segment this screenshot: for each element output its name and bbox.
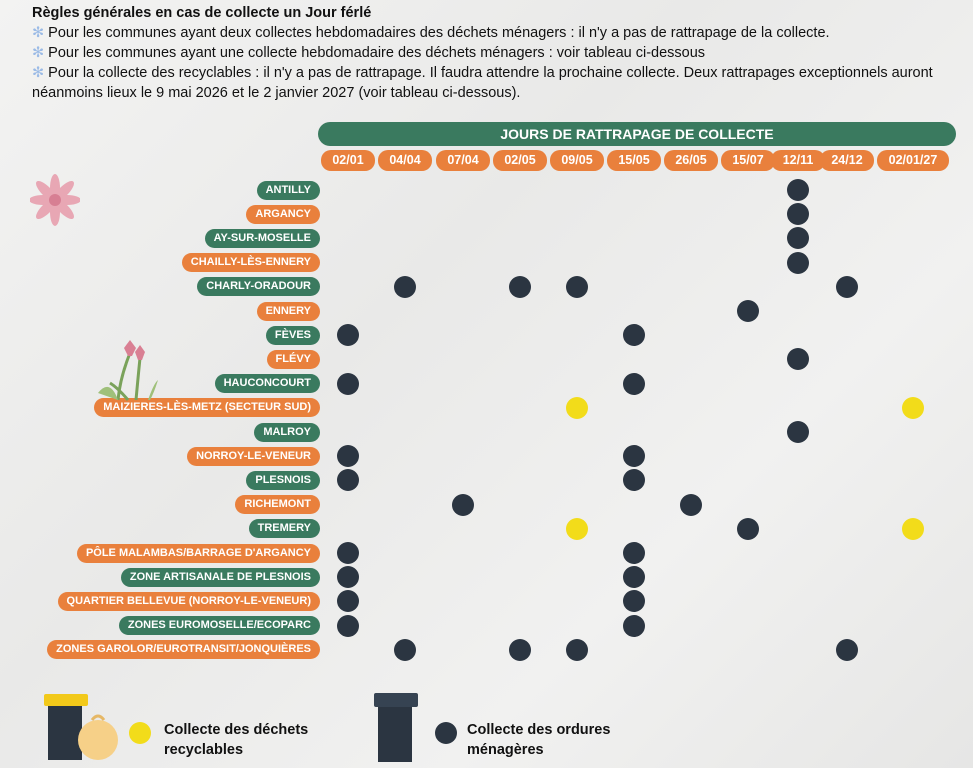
recycling-bin-icon	[44, 694, 118, 760]
household-collection-dot	[452, 493, 474, 516]
household-collection-dot	[337, 445, 359, 468]
snowflake-icon: ✻	[32, 65, 45, 81]
household-collection-dot	[787, 348, 809, 371]
legend-dark-dot	[435, 722, 457, 744]
household-collection-dot	[566, 638, 588, 661]
rule-text: Pour les communes ayant deux collectes h…	[48, 25, 830, 41]
household-collection-dot	[737, 300, 759, 322]
date-column-header: 09/05	[550, 150, 604, 171]
household-collection-dot	[787, 227, 809, 250]
date-column-header: 02/05	[493, 150, 547, 171]
commune-label: Zones Euromoselle/Ecoparc	[118, 616, 320, 636]
household-collection-dot	[787, 251, 809, 274]
commune-label: Zone artisanale de Plesnois	[120, 567, 320, 587]
commune-label: Norroy-le-Veneur	[187, 446, 320, 466]
recyclable-collection-dot	[566, 396, 588, 419]
household-collection-dot	[623, 590, 645, 613]
date-column-header: 04/04	[378, 150, 432, 171]
commune-label: Flévy	[266, 349, 320, 369]
household-collection-dot	[623, 445, 645, 468]
legend-line: Collecte des déchets	[164, 722, 309, 738]
household-collection-dot	[509, 275, 531, 298]
household-collection-dot	[623, 614, 645, 637]
commune-label: Malroy	[254, 422, 320, 442]
household-bin-icon	[374, 693, 418, 762]
household-collection-dot	[680, 493, 702, 516]
household-collection-dot	[337, 324, 359, 347]
commune-label: Antilly	[256, 180, 320, 200]
date-column-header: 02/01	[321, 150, 375, 171]
household-collection-dot	[787, 179, 809, 201]
household-collection-dot	[737, 517, 759, 540]
household-collection-dot	[337, 566, 359, 589]
table-title: JOURS DE RATTRAPAGE DE COLLECTE	[318, 122, 956, 146]
rule-text: Pour la collecte des recyclables : il n'…	[32, 65, 933, 101]
date-column-header: 12/11	[771, 150, 825, 171]
household-collection-dot	[337, 542, 359, 564]
rules-title: Règles générales en cas de collecte un J…	[32, 5, 372, 21]
commune-label: Zones Garolor/Eurotransit/Jonquières	[47, 640, 320, 660]
household-collection-dot	[623, 566, 645, 589]
rules-section: Règles générales en cas de collecte un J…	[32, 3, 962, 103]
household-collection-dot	[623, 469, 645, 492]
legend-yellow-dot	[129, 722, 151, 744]
household-collection-dot	[787, 203, 809, 226]
legend-line: recyclables	[164, 742, 244, 758]
commune-label: Chailly-lès-Ennery	[181, 253, 320, 273]
commune-label: Quartier Bellevue (Norroy-le-Veneur)	[57, 591, 320, 611]
household-collection-dot	[836, 275, 858, 298]
commune-label: Charly-Oradour	[197, 277, 320, 297]
household-collection-dot	[337, 469, 359, 492]
commune-label: Fèves	[265, 325, 320, 345]
date-column-header: 26/05	[664, 150, 718, 171]
recyclable-collection-dot	[566, 517, 588, 540]
commune-label: Argancy	[246, 204, 320, 224]
date-column-header: 07/04	[436, 150, 490, 171]
commune-label: Ennery	[256, 301, 320, 321]
snowflake-icon: ✻	[32, 45, 45, 61]
date-column-header: 02/01/27	[877, 150, 949, 171]
rule-3: ✻Pour la collecte des recyclables : il n…	[32, 63, 962, 103]
commune-label: Maizieres-lès-Metz (secteur sud)	[94, 398, 320, 418]
tulips-icon	[98, 340, 158, 401]
household-collection-dot	[623, 324, 645, 347]
date-column-header: 15/05	[607, 150, 661, 171]
legend-line: ménagères	[467, 742, 544, 758]
commune-label: Pôle Malambas/Barrage d'Argancy	[76, 543, 320, 563]
rule-2: ✻Pour les communes ayant une collecte he…	[32, 43, 962, 63]
rule-1: ✻Pour les communes ayant deux collectes …	[32, 23, 962, 43]
commune-label: Tremery	[248, 519, 320, 539]
rule-text: Pour les communes ayant une collecte heb…	[48, 45, 706, 61]
household-collection-dot	[337, 372, 359, 395]
commune-label: Plesnois	[246, 470, 320, 490]
household-collection-dot	[566, 275, 588, 298]
household-collection-dot	[623, 372, 645, 395]
household-collection-dot	[509, 638, 531, 661]
recyclable-collection-dot	[902, 517, 924, 540]
household-collection-dot	[836, 638, 858, 661]
commune-label: Richemont	[235, 495, 320, 515]
legend-line: Collecte des ordures	[467, 722, 611, 738]
date-column-header: 15/07	[721, 150, 775, 171]
legend-ordures: Collecte des ordures ménagères	[467, 720, 610, 760]
household-collection-dot	[337, 614, 359, 637]
commune-label: Hauconcourt	[214, 374, 320, 394]
household-collection-dot	[623, 542, 645, 564]
commune-label: Ay-sur-Moselle	[204, 228, 320, 248]
legend-recyclables: Collecte des déchets recyclables	[164, 720, 308, 760]
snowflake-icon: ✻	[32, 25, 45, 41]
household-collection-dot	[394, 275, 416, 298]
household-collection-dot	[337, 590, 359, 613]
household-collection-dot	[787, 421, 809, 443]
household-collection-dot	[394, 638, 416, 661]
recyclable-collection-dot	[902, 396, 924, 419]
date-column-header: 24/12	[820, 150, 874, 171]
flower-icon	[30, 174, 80, 226]
